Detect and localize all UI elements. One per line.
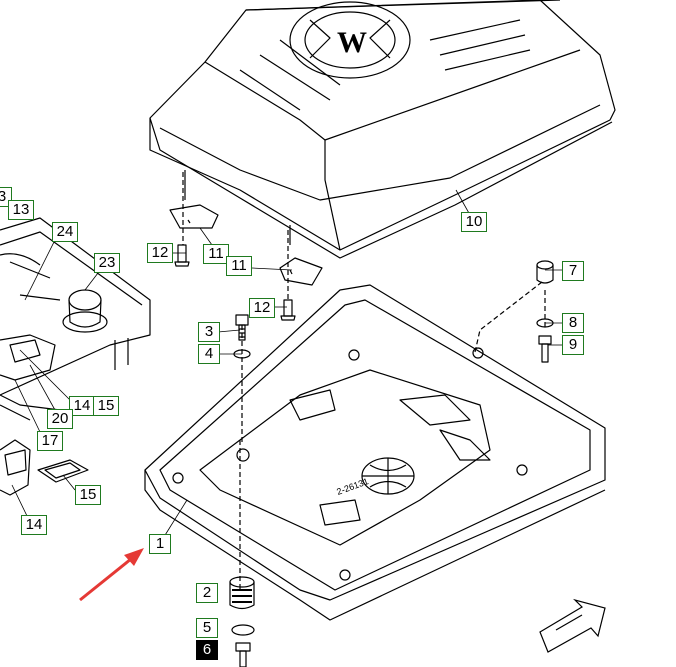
callout-7: 7 <box>562 261 584 281</box>
callout-11-right: 11 <box>226 256 252 276</box>
rubber-foot-2 <box>229 576 255 610</box>
screw-3 <box>235 314 249 341</box>
screw-12-right <box>280 299 296 321</box>
knob-23 <box>62 289 108 333</box>
pointer-arrow <box>79 548 144 602</box>
screw-6 <box>235 642 251 667</box>
control-panel <box>0 217 151 396</box>
callout-5: 5 <box>196 618 218 638</box>
callout-leaders <box>4 189 562 541</box>
base-stamp-text: 2-26131 <box>335 476 369 497</box>
callout-12-right: 12 <box>249 298 275 318</box>
switch-14 <box>0 334 56 381</box>
callout-17: 17 <box>37 431 63 451</box>
panel-lower <box>0 394 61 421</box>
callout-2: 2 <box>196 583 218 603</box>
callout-12-left: 12 <box>147 243 173 263</box>
globe-stamp <box>361 457 415 495</box>
gasket-15 <box>37 459 89 483</box>
callout-11-left: 11 <box>203 244 229 264</box>
base-tub <box>144 284 606 621</box>
callout-13: 13 <box>8 200 34 220</box>
callout-1: 1 <box>149 534 171 554</box>
callout-3: 3 <box>198 322 220 342</box>
leader-lines <box>182 172 546 590</box>
callout-9: 9 <box>562 335 584 355</box>
callout-10: 10 <box>461 212 487 232</box>
washer-5 <box>231 624 255 636</box>
callout-15-lower: 15 <box>75 485 101 505</box>
hinge-bracket-left <box>169 204 219 229</box>
callout-23: 23 <box>94 253 120 273</box>
top-cover <box>149 0 616 259</box>
brand-mark-text: W <box>337 26 367 59</box>
callout-4: 4 <box>198 344 220 364</box>
switch-14-lower <box>0 439 31 496</box>
brand-emblem <box>289 1 411 79</box>
screw-9 <box>538 335 552 363</box>
front-orientation-icon <box>539 598 606 653</box>
callout-8: 8 <box>562 313 584 333</box>
callout-6-selected: 6 <box>196 640 218 660</box>
callout-14-lower: 14 <box>21 515 47 535</box>
cap-7 <box>536 260 554 284</box>
screw-12-left <box>174 244 190 267</box>
hinge-bracket-right <box>279 257 323 286</box>
callout-15-upper: 15 <box>93 396 119 416</box>
callout-24: 24 <box>52 222 78 242</box>
callout-20: 20 <box>47 409 73 429</box>
